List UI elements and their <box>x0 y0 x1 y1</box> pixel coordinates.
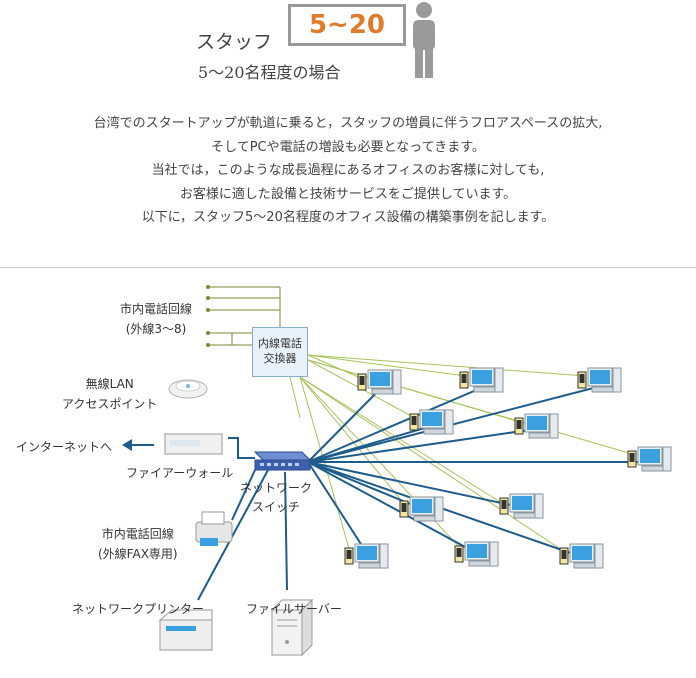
intro-line: そしてPCや電話の増設も必要となってきます。 <box>211 139 485 155</box>
wap-label-2: アクセスポイント <box>62 397 158 411</box>
printer-icon <box>158 609 213 651</box>
pbx-label: 内線電話 <box>258 337 302 350</box>
pc-phone-icon <box>514 413 559 439</box>
pc-phone-icon <box>409 409 454 435</box>
printer-label: ネットワークプリンター <box>72 602 205 616</box>
wap-label-1: 無線LAN <box>85 377 134 391</box>
pc-phone-icon <box>627 446 672 472</box>
fax-label-1: 市内電話回線 <box>101 527 174 541</box>
wap-label: 無線LAN アクセスポイント <box>62 375 157 412</box>
firewall-label: ファイアーウォール <box>126 466 234 480</box>
fax-label-2: (外線FAX専用) <box>98 547 178 561</box>
internet-label: インターネットへ <box>16 440 113 454</box>
pc-phone-icon <box>499 493 544 519</box>
server-label: ファイルサーバー <box>246 602 342 616</box>
intro-text: 台湾でのスタートアップが軌道に乗ると，スタッフの増員に伴うフロアスペースの拡大,… <box>0 112 696 230</box>
city-line-label-2: (外線3～8) <box>125 322 187 336</box>
pc-phone-icon <box>459 367 504 393</box>
intro-line: お客様に適した設備と技術サービスをご提供しています。 <box>179 186 517 202</box>
pbx-label: 交換器 <box>263 352 297 365</box>
intro-line: 台湾でのスタートアップが軌道に乗ると，スタッフの増員に伴うフロアスペースの拡大, <box>93 116 603 131</box>
pc-phone-icon <box>577 367 622 393</box>
header-title: スタッフ <box>196 31 273 53</box>
switch-label: ネットワーク スイッチ <box>240 479 312 515</box>
switch-label-1: ネットワーク <box>240 481 313 495</box>
network-diagram <box>0 267 696 678</box>
wireless-ap-icon <box>168 379 208 399</box>
intro-line: 以下に，スタッフ5～20名程度のオフィス設備の構築事例を記します。 <box>141 210 555 225</box>
switch-label-2: スイッチ <box>252 500 301 514</box>
intro-line: 当社では，このような成長過程にあるオフィスのお客様に対しても, <box>151 163 545 178</box>
firewall-icon <box>163 433 224 455</box>
file-server-icon <box>270 598 314 657</box>
header-subtitle: 5～20名程度の場合 <box>198 63 341 82</box>
person-icon <box>413 2 435 78</box>
city-line-label: 市内電話回線 (外線3～8) <box>120 300 192 337</box>
pbx-box: 内線電話 交換器 <box>252 327 308 377</box>
switch-icon <box>253 451 312 471</box>
pc-phone-icon <box>357 369 402 395</box>
city-line-label-1: 市内電話回線 <box>120 302 193 316</box>
pc-phone-icon <box>399 496 444 522</box>
staff-range-box: 5~20 <box>288 4 406 46</box>
pc-phone-icon <box>559 543 604 569</box>
fax-icon <box>195 511 233 546</box>
pc-phone-icon <box>344 543 389 569</box>
fax-label: 市内電話回線 (外線FAX専用) <box>98 525 178 562</box>
staff-range-number: 5~20 <box>308 10 386 40</box>
pc-phone-icon <box>454 541 499 567</box>
